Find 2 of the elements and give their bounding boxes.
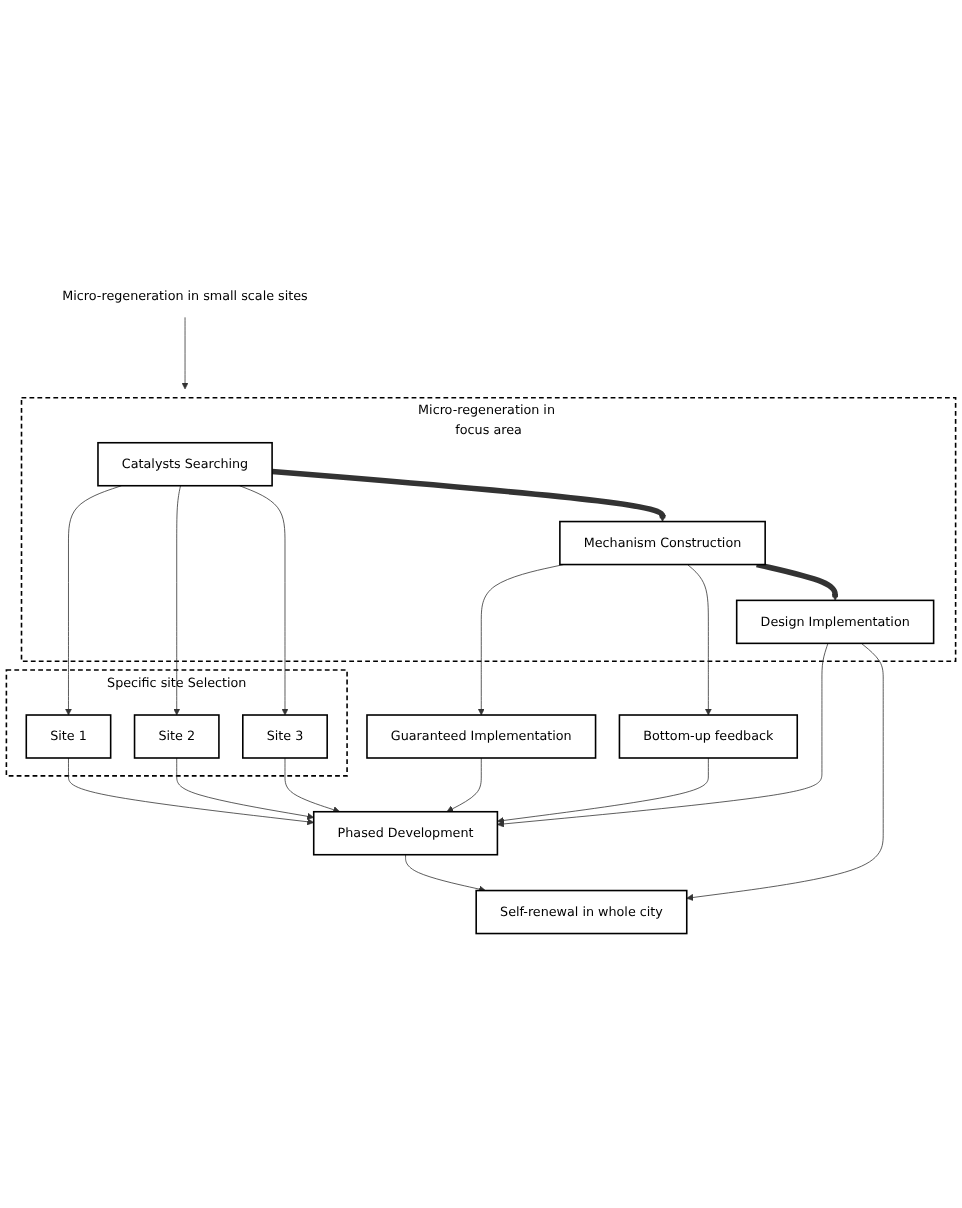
arrow bbox=[756, 561, 839, 601]
arrow bbox=[271, 468, 666, 522]
